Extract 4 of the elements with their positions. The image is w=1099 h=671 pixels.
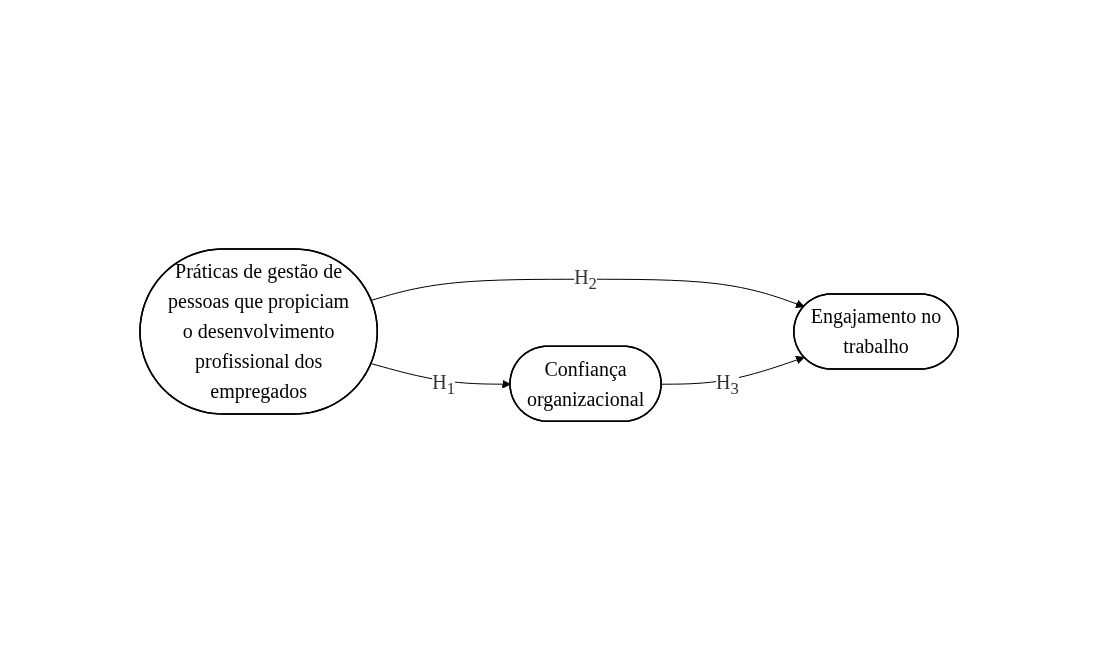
edge-label: H$_{2}$ [574, 266, 598, 294]
edge-label: H$_{3}$ [716, 371, 740, 399]
arrow [371, 279, 806, 309]
edge-label: H$_{1}$ [432, 371, 456, 399]
